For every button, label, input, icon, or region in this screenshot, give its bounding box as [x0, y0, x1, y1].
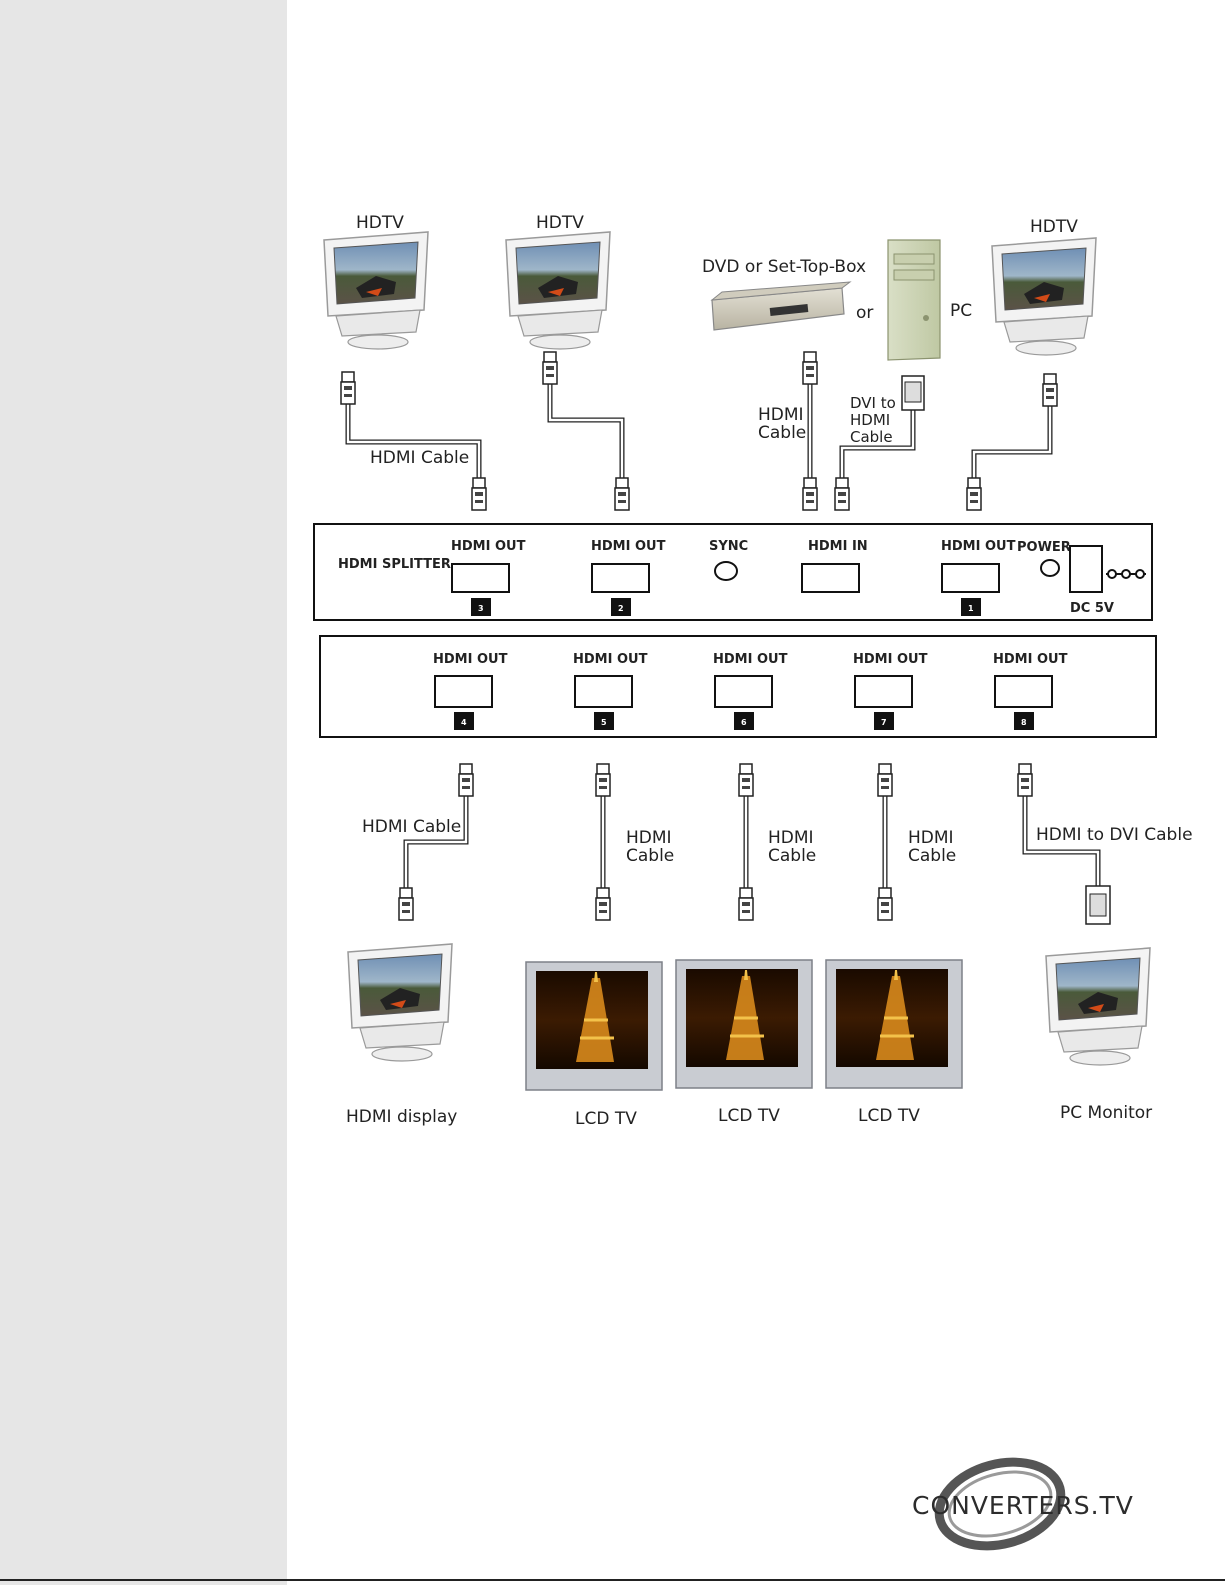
port-number-1: 1 — [968, 604, 974, 613]
lcd-tv-label-3: LCD TV — [858, 1106, 920, 1126]
pc-monitor — [1045, 947, 1151, 1066]
bottom-hdmi-cable-label: HDMI Cable — [362, 817, 461, 837]
dvi-cable-label-1: DVI to — [850, 394, 896, 412]
cable-5-label-2: Cable — [626, 846, 674, 866]
port-number-6: 6 — [741, 718, 747, 727]
bottom-cable-8 — [1017, 763, 1111, 925]
source-cable-label-1: HDMI — [758, 405, 804, 425]
hdtv-label-3: HDTV — [1030, 217, 1078, 237]
or-label: or — [856, 303, 873, 323]
port-number-5: 5 — [601, 718, 607, 727]
lcd-tv-3 — [824, 958, 964, 1090]
dvi-cable-label-2: HDMI — [850, 411, 890, 429]
pc-tower — [887, 239, 941, 361]
port-badge-1 — [961, 598, 981, 616]
bottom-cable-6 — [738, 763, 754, 921]
dvi-cable-label-3: Cable — [850, 428, 893, 446]
hdmi-out-port-8[interactable] — [994, 675, 1053, 708]
hdmi-out-port-5[interactable] — [574, 675, 633, 708]
port-label-out8: HDMI OUT — [993, 652, 1068, 667]
sidebar-panel — [0, 0, 287, 1585]
sync-label: SYNC — [709, 539, 748, 554]
power-led — [1040, 559, 1060, 577]
port-badge-4 — [454, 712, 474, 730]
hdmi-out-port-2[interactable] — [591, 563, 650, 593]
source-cable-label-2: Cable — [758, 423, 806, 443]
port-number-3: 3 — [478, 604, 484, 613]
splitter-rear-panel: HDMI OUT 4 HDMI OUT 5 HDMI OUT 6 HDMI OU… — [319, 635, 1157, 738]
port-badge-6 — [734, 712, 754, 730]
top-cable-dvi — [834, 375, 925, 511]
port-badge-7 — [874, 712, 894, 730]
hdmi-display — [347, 943, 453, 1062]
cable-5-label-1: HDMI — [626, 828, 672, 848]
cable-7-label-2: Cable — [908, 846, 956, 866]
dvd-player — [710, 281, 852, 331]
lcd-tv-label-2: LCD TV — [718, 1106, 780, 1126]
port-label-out6: HDMI OUT — [713, 652, 788, 667]
splitter-front-panel: HDMI SPLITTER HDMI OUT 3 HDMI OUT 2 SYNC… — [313, 523, 1153, 621]
top-cable-source — [802, 351, 818, 511]
hdtv-2 — [505, 231, 611, 350]
bottom-cable-5 — [595, 763, 611, 921]
hdmi-in-port[interactable] — [801, 563, 860, 593]
lcd-tv-1 — [524, 960, 664, 1092]
cable-6-label-1: HDMI — [768, 828, 814, 848]
port-label-out1: HDMI OUT — [941, 539, 1016, 554]
bottom-cable-4 — [398, 763, 474, 921]
dvd-label: DVD or Set-Top-Box — [702, 257, 866, 277]
hdtv-label-1: HDTV — [356, 213, 404, 233]
bottom-rule — [0, 1579, 1225, 1581]
pc-label: PC — [950, 301, 972, 321]
bottom-cable-7 — [877, 763, 893, 921]
hdmi-out-port-1[interactable] — [941, 563, 1000, 593]
port-badge-5 — [594, 712, 614, 730]
hdtv-label-2: HDTV — [536, 213, 584, 233]
port-label-out2: HDMI OUT — [591, 539, 666, 554]
hdtv-3 — [991, 237, 1097, 356]
splitter-title: HDMI SPLITTER — [338, 557, 451, 572]
top-cable-3 — [966, 373, 1058, 511]
port-label-out4: HDMI OUT — [433, 652, 508, 667]
top-hdmi-cable-label: HDMI Cable — [370, 448, 469, 468]
cable-7-label-1: HDMI — [908, 828, 954, 848]
hdtv-1 — [323, 231, 429, 350]
logo-text: CONVERTERS.TV — [912, 1491, 1134, 1520]
dc-plug-icon — [1106, 569, 1146, 579]
hdmi-to-dvi-label: HDMI to DVI Cable — [1036, 825, 1193, 845]
hdmi-display-label: HDMI display — [346, 1107, 457, 1127]
sync-button[interactable] — [714, 561, 738, 581]
dc-label: DC 5V — [1070, 601, 1114, 616]
cable-6-label-2: Cable — [768, 846, 816, 866]
port-badge-3 — [471, 598, 491, 616]
power-label: POWER — [1017, 540, 1071, 555]
port-label-out7: HDMI OUT — [853, 652, 928, 667]
lcd-tv-2 — [674, 958, 814, 1090]
pc-monitor-label: PC Monitor — [1060, 1103, 1152, 1123]
port-label-out3: HDMI OUT — [451, 539, 526, 554]
dc-jack-housing — [1069, 545, 1103, 593]
port-number-8: 8 — [1021, 718, 1027, 727]
top-cable-2 — [542, 351, 630, 511]
port-badge-2 — [611, 598, 631, 616]
port-label-out5: HDMI OUT — [573, 652, 648, 667]
hdmi-out-port-7[interactable] — [854, 675, 913, 708]
hdmi-out-port-3[interactable] — [451, 563, 510, 593]
port-number-2: 2 — [618, 604, 624, 613]
top-cable-1 — [340, 371, 487, 511]
hdmi-out-port-6[interactable] — [714, 675, 773, 708]
hdmi-out-port-4[interactable] — [434, 675, 493, 708]
port-label-in: HDMI IN — [808, 539, 868, 554]
port-number-4: 4 — [461, 718, 467, 727]
lcd-tv-label-1: LCD TV — [575, 1109, 637, 1129]
port-badge-8 — [1014, 712, 1034, 730]
converters-tv-logo: CONVERTERS.TV — [912, 1457, 1134, 1551]
port-number-7: 7 — [881, 718, 887, 727]
